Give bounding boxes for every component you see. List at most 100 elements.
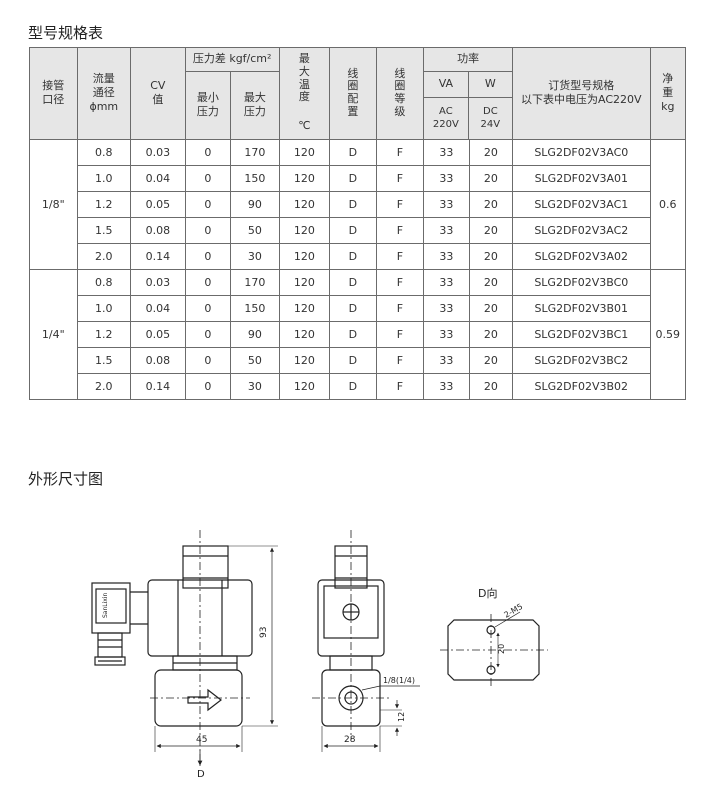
cell-temp: 120 [278,320,331,348]
cell-temp: 120 [278,268,331,296]
cell-pmin: 0 [184,294,232,322]
header-cv: CV 值 [130,47,186,140]
cell-cv: 0.05 [130,320,186,348]
cell-wiring: D [329,320,377,348]
cell-w: 20 [468,268,514,296]
dim-port: 1/8(1/4) [383,676,415,685]
cell-cv: 0.14 [130,242,186,270]
header-grade-label: 线圈等级 [394,66,406,118]
cell-grade: F [375,216,425,244]
dim-width-side: 28 [344,735,356,745]
header-dc: DC 24V [468,97,513,139]
cell-w: 20 [468,216,514,244]
spec-table: 接管 口径 流量 通径 ϕmm CV 值 压力差 kgf/cm² 最大温度 ℃ … [29,47,687,400]
dimension-drawing: SanLixin 93 45 D 28 1/8(1/4) 12 D向 [91,530,548,780]
header-power-group: 功率 [423,47,514,72]
cell-model: SLG2DF02V3B02 [512,372,651,400]
cell-temp: 120 [278,190,331,218]
cell-pmax: 50 [230,346,280,374]
cell-wiring: D [329,242,377,270]
cell-pmax: 170 [230,268,280,296]
cell-va: 33 [423,190,470,218]
cell-model: SLG2DF02V3A02 [512,242,651,270]
header-maxtemp: 最大温度 ℃ [278,47,331,140]
header-flow: 流量 通径 ϕmm [76,47,132,140]
cell-temp: 120 [278,138,331,166]
cell-grade: F [375,242,425,270]
dim-port-height: 12 [397,712,406,722]
cell-cv: 0.08 [130,346,186,374]
header-weight: 净 重 kg [649,47,687,140]
cell-model: SLG2DF02V3A01 [512,164,651,192]
dim-hole-spacing: 20 [497,644,506,654]
cell-flow: 2.0 [76,242,132,270]
cell-cv: 0.04 [130,294,186,322]
cell-model: SLG2DF02V3BC1 [512,320,651,348]
cell-grade: F [375,190,425,218]
cell-pmax: 150 [230,294,280,322]
cell-va: 33 [423,372,470,400]
cell-flow: 0.8 [76,268,132,296]
cell-pmax: 50 [230,216,280,244]
cell-va: 33 [423,294,470,322]
cell-flow: 1.0 [76,164,132,192]
header-ac: AC 220V [424,97,469,139]
cell-wiring: D [329,216,377,244]
header-temp-unit: ℃ [298,118,311,132]
header-w: W [468,72,513,98]
cell-va: 33 [423,242,470,270]
drawing-title: 外形尺寸图 [28,470,104,488]
cell-wiring: D [329,164,377,192]
cell-va: 33 [423,164,470,192]
cell-pmax: 30 [230,242,280,270]
cell-va: 33 [423,320,470,348]
cable-gland [97,632,123,658]
cell-grade: F [375,164,425,192]
cell-w: 20 [468,164,514,192]
cell-flow: 1.2 [76,190,132,218]
cell-pmin: 0 [184,320,232,348]
cell-pmax: 30 [230,372,280,400]
cell-w: 20 [468,190,514,218]
cell-grade: F [375,372,425,400]
cell-wiring: D [329,138,377,166]
front-top-nut [182,545,229,589]
header-wiring-label: 线圈配置 [347,66,359,118]
cell-grade: F [375,320,425,348]
cell-model: SLG2DF02V3B01 [512,294,651,322]
dim-width-front: 45 [196,735,207,745]
front-view [91,545,253,727]
cell-w: 20 [468,320,514,348]
cell-w: 20 [468,372,514,400]
power-subtable: VA W AC 220V DC 24V [424,72,513,139]
cell-va: 33 [423,138,470,166]
dim-height: 93 [259,627,269,638]
cell-port: 1/4" [29,268,78,400]
table-title: 型号规格表 [28,24,104,42]
cell-wiring: D [329,190,377,218]
cell-wiring: D [329,268,377,296]
cell-cv: 0.14 [130,372,186,400]
cell-temp: 120 [278,164,331,192]
header-order: 订货型号规格 以下表中电压为AC220V [512,47,651,140]
cell-model: SLG2DF02V3AC0 [512,138,651,166]
cell-model: SLG2DF02V3BC2 [512,346,651,374]
cell-pmin: 0 [184,346,232,374]
cell-cv: 0.05 [130,190,186,218]
cell-pmax: 90 [230,190,280,218]
cell-grade: F [375,346,425,374]
coil-brand-label: SanLixin [102,592,109,618]
cell-pmax: 90 [230,320,280,348]
cell-grade: F [375,138,425,166]
cell-grade: F [375,294,425,322]
header-grade: 线圈等级 [375,47,425,140]
cell-w: 20 [468,138,514,166]
cell-flow: 1.5 [76,346,132,374]
